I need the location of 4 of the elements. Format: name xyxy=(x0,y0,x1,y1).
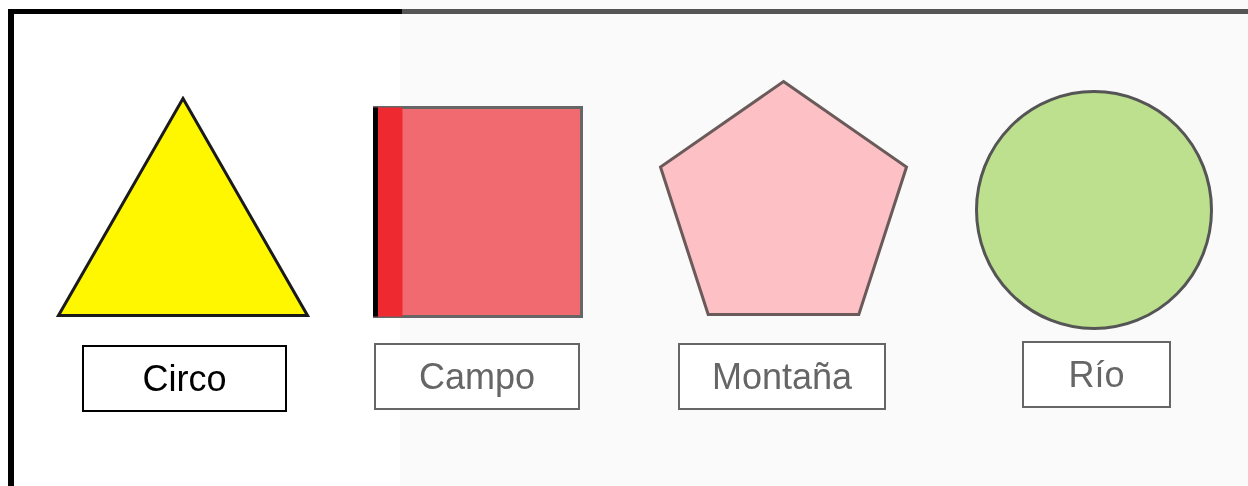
label-box: Río xyxy=(1022,341,1171,408)
label-box: Montaña xyxy=(678,343,886,410)
label-box: Circo xyxy=(82,345,287,412)
label-box: Campo xyxy=(374,343,580,410)
